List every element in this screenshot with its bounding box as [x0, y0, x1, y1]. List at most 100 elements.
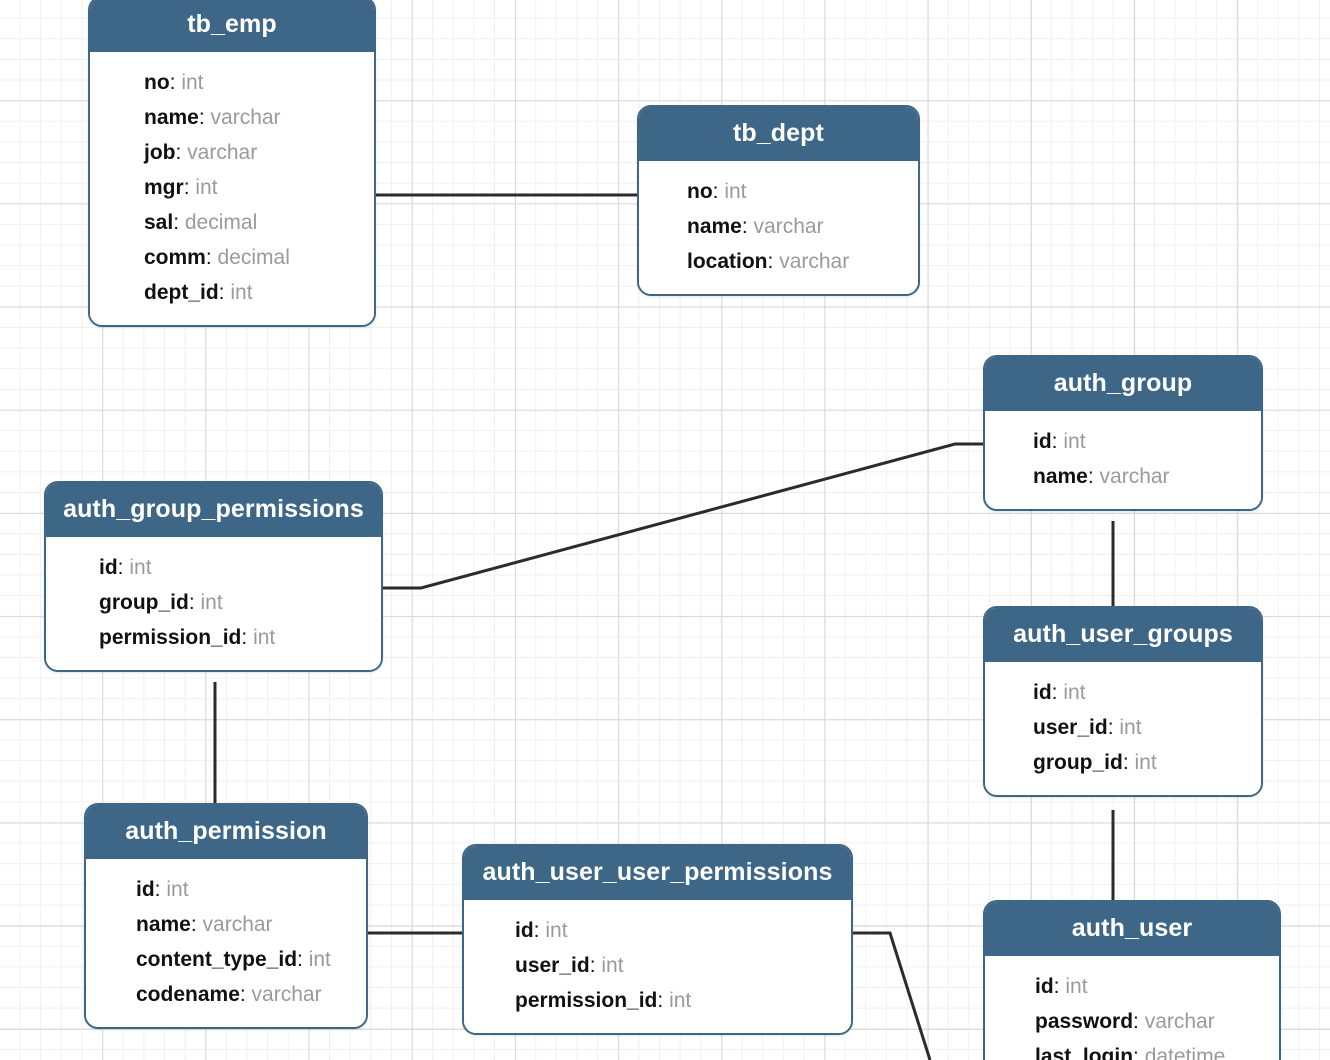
entity-auth_user_user_permissions[interactable]: auth_user_user_permissions id: int user_…	[462, 844, 853, 1035]
entity-fields-auth_permission: id: int name: varchar content_type_id: i…	[86, 859, 366, 1027]
field-separator: :	[175, 141, 188, 164]
field-separator: :	[589, 954, 602, 977]
entity-fields-auth_group_permissions: id: int group_id: int permission_id: int	[46, 537, 381, 670]
entity-auth_permission[interactable]: auth_permission id: int name: varchar co…	[84, 803, 368, 1029]
field-name: user_id	[515, 954, 590, 977]
entity-title-auth_group: auth_group	[985, 357, 1261, 411]
field-separator: :	[169, 71, 182, 94]
field-row: user_id: int	[1033, 710, 1251, 745]
field-name: dept_id	[144, 281, 219, 304]
field-type: int	[195, 176, 218, 199]
field-separator: :	[205, 246, 218, 269]
entity-title-auth_permission: auth_permission	[86, 805, 366, 859]
entity-title-auth_user_groups: auth_user_groups	[985, 608, 1261, 662]
field-name: id	[1035, 975, 1054, 998]
field-type: varchar	[779, 250, 850, 273]
field-type: datetime	[1144, 1045, 1226, 1060]
field-type: varchar	[187, 141, 258, 164]
field-separator: :	[1087, 465, 1100, 488]
field-name: id	[1033, 430, 1052, 453]
field-name: id	[136, 878, 155, 901]
entity-auth_user[interactable]: auth_user id: int password: varchar last…	[983, 900, 1281, 1060]
field-separator: :	[1122, 751, 1135, 774]
field-type: int	[129, 556, 152, 579]
field-separator: :	[218, 281, 231, 304]
field-row: group_id: int	[99, 585, 371, 620]
field-type: int	[669, 989, 692, 1012]
edge-auth_user_user_permissions-auth_user	[853, 931, 932, 1060]
field-name: group_id	[1033, 751, 1123, 774]
entity-tb_dept[interactable]: tb_dept no: int name: varchar location: …	[637, 105, 920, 296]
field-separator: :	[1053, 975, 1066, 998]
field-row: dept_id: int	[144, 275, 364, 310]
field-separator: :	[183, 176, 196, 199]
entity-auth_user_groups[interactable]: auth_user_groups id: int user_id: int gr…	[983, 606, 1263, 797]
entity-fields-auth_group: id: int name: varchar	[985, 411, 1261, 509]
field-separator: :	[1051, 430, 1064, 453]
field-row: id: int	[515, 913, 841, 948]
field-type: varchar	[753, 215, 824, 238]
field-name: comm	[144, 246, 206, 269]
field-type: varchar	[1144, 1010, 1215, 1033]
entity-fields-tb_emp: no: int name: varchar job: varchar mgr: …	[90, 52, 374, 325]
field-row: permission_id: int	[99, 620, 371, 655]
field-separator: :	[741, 215, 754, 238]
field-type: int	[230, 281, 253, 304]
field-separator: :	[154, 878, 167, 901]
field-separator: :	[657, 989, 670, 1012]
field-row: id: int	[1035, 969, 1269, 1004]
entity-auth_group_permissions[interactable]: auth_group_permissions id: int group_id:…	[44, 481, 383, 672]
field-row: mgr: int	[144, 170, 364, 205]
field-row: last_login: datetime	[1035, 1039, 1269, 1060]
field-separator: :	[188, 591, 201, 614]
field-separator: :	[1107, 716, 1120, 739]
field-name: id	[1033, 681, 1052, 704]
field-type: int	[1065, 975, 1088, 998]
field-type: int	[601, 954, 624, 977]
field-row: user_id: int	[515, 948, 841, 983]
field-name: content_type_id	[136, 948, 298, 971]
field-row: content_type_id: int	[136, 942, 356, 977]
field-type: varchar	[251, 983, 322, 1006]
field-row: name: varchar	[144, 100, 364, 135]
field-separator: :	[1133, 1045, 1145, 1060]
field-name: no	[687, 180, 713, 203]
field-name: mgr	[144, 176, 184, 199]
field-type: int	[724, 180, 747, 203]
entity-title-auth_group_permissions: auth_group_permissions	[46, 483, 381, 537]
field-name: id	[99, 556, 118, 579]
field-type: int	[308, 948, 331, 971]
field-row: id: int	[1033, 424, 1251, 459]
entity-title-tb_dept: tb_dept	[639, 107, 918, 161]
field-separator: :	[190, 913, 203, 936]
entity-tb_emp[interactable]: tb_emp no: int name: varchar job: varcha…	[88, 0, 376, 327]
entity-fields-auth_user: id: int password: varchar last_login: da…	[985, 956, 1279, 1060]
entity-auth_group[interactable]: auth_group id: int name: varchar	[983, 355, 1263, 511]
field-row: name: varchar	[687, 209, 908, 244]
field-name: location	[687, 250, 768, 273]
entity-title-auth_user: auth_user	[985, 902, 1279, 956]
field-type: int	[545, 919, 568, 942]
entity-title-tb_emp: tb_emp	[90, 0, 374, 52]
field-name: password	[1035, 1010, 1134, 1033]
field-row: name: varchar	[1033, 459, 1251, 494]
field-type: int	[181, 71, 204, 94]
field-name: name	[1033, 465, 1088, 488]
entity-fields-auth_user_groups: id: int user_id: int group_id: int	[985, 662, 1261, 795]
field-name: name	[136, 913, 191, 936]
field-separator: :	[297, 948, 309, 971]
field-row: comm: decimal	[144, 240, 364, 275]
field-row: no: int	[144, 65, 364, 100]
field-separator: :	[239, 983, 252, 1006]
field-row: id: int	[1033, 675, 1251, 710]
field-row: name: varchar	[136, 907, 356, 942]
field-row: location: varchar	[687, 244, 908, 279]
field-separator: :	[712, 180, 725, 203]
field-name: sal	[144, 211, 174, 234]
field-name: name	[144, 106, 199, 129]
field-type: int	[1063, 681, 1086, 704]
field-name: permission_id	[99, 626, 242, 649]
field-row: no: int	[687, 174, 908, 209]
field-type: decimal	[184, 211, 258, 234]
